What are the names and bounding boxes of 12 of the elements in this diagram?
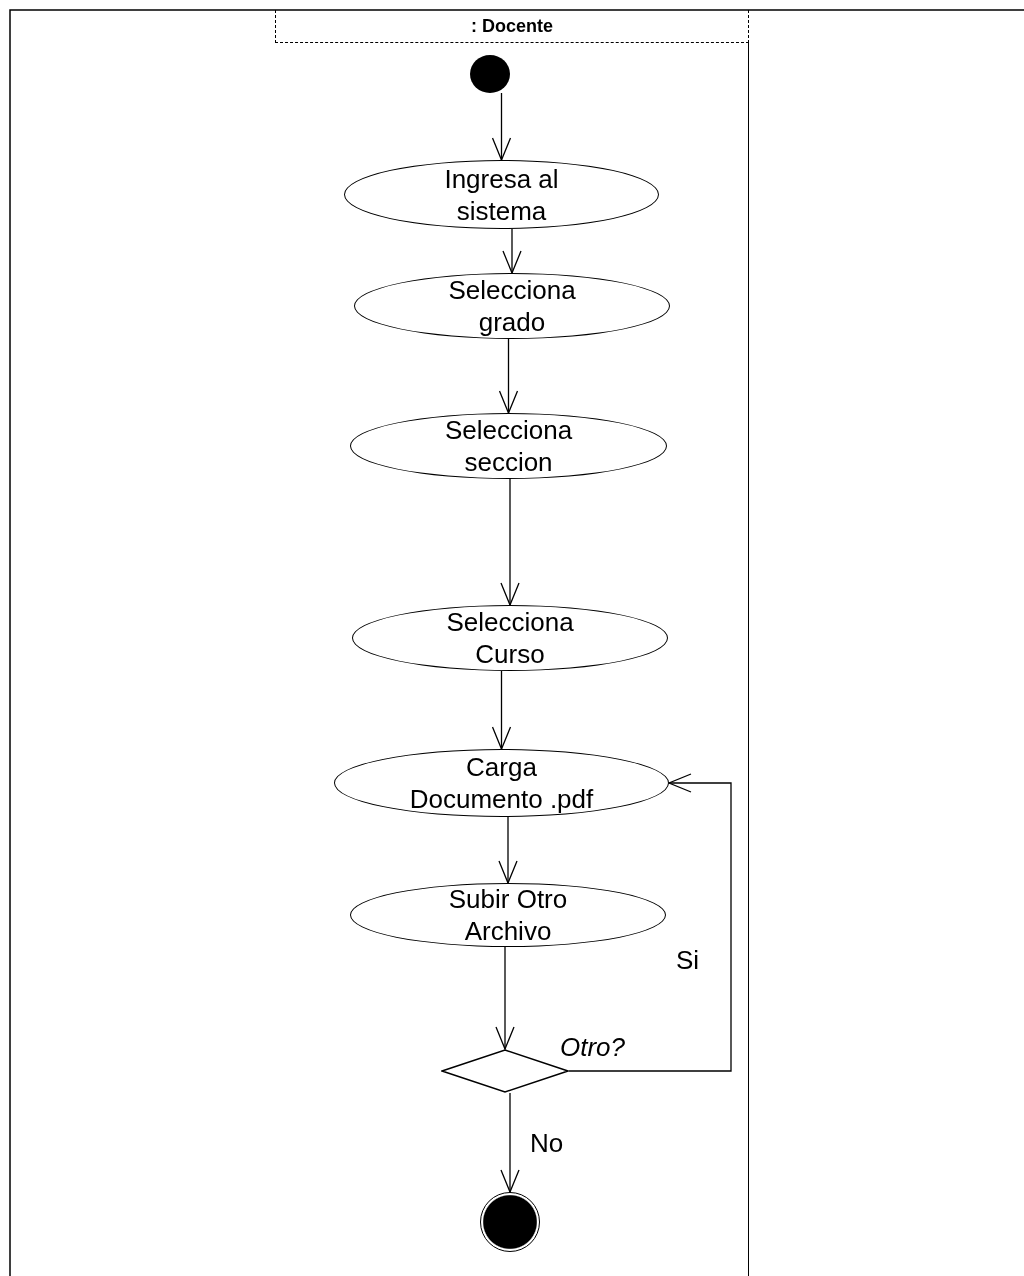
arrow [498,816,518,884]
arrow [495,946,515,1050]
arrow [500,1092,520,1193]
arrow [568,773,732,1072]
arrow [500,478,520,606]
arrow [491,670,512,750]
arrow [502,228,522,274]
initial-node [470,55,510,93]
swimlane-header: : Docente [275,10,749,43]
arrow [491,92,512,161]
arrow [498,338,519,414]
final-node [480,1192,540,1252]
